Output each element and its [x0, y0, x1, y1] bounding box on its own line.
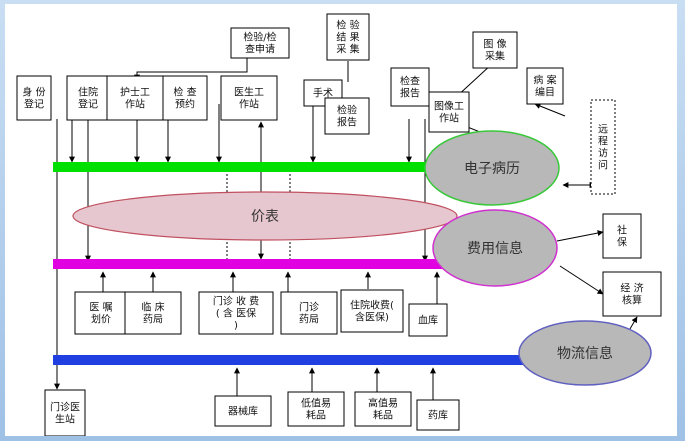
box-label-line: 检验/检	[243, 31, 276, 44]
box-label-line: 门诊医	[50, 401, 80, 414]
box-clinical-pharmacy: 临 床药局	[124, 291, 182, 335]
box-label-line: ( 含 医保	[216, 307, 256, 320]
box-label-line: 结 果	[336, 31, 359, 44]
box-label-line: 药库	[428, 409, 448, 422]
box-label-line: 器械库	[228, 405, 258, 418]
box-outpatient-pricing: 医 嘱划价	[74, 291, 128, 335]
box-label-line: 程	[598, 136, 608, 148]
box-label-line: 住院收费(	[350, 299, 394, 312]
logistics-info-ellipse: 物流信息	[518, 320, 652, 386]
box-label-line: 含医保)	[355, 311, 389, 324]
box-label-line: 编目	[535, 86, 555, 99]
box-label-line: 登记	[24, 98, 44, 111]
box-label-line: 门诊 收 费	[213, 295, 259, 308]
billing-info-label: 费用信息	[467, 240, 523, 257]
emr-label: 电子病历	[464, 161, 520, 177]
box-label-line: 高值易	[368, 397, 398, 410]
green-bus	[53, 162, 431, 172]
box-label-line: 耗品	[306, 410, 326, 422]
box-label-line: 病 案	[533, 74, 556, 87]
box-identity: 身 份登记	[16, 75, 52, 121]
box-outpatient-billing: 门诊 收 费( 含 医保)	[198, 291, 274, 335]
box-label-line: 作站	[125, 98, 145, 111]
box-label-line: 血库	[418, 314, 438, 327]
box-label-line: 医 嘱	[89, 302, 112, 314]
box-label-line: 住院	[78, 86, 98, 99]
box-label-line: 远	[598, 124, 608, 136]
box-label-line: 门诊	[299, 301, 319, 314]
box-label-line: 检 验	[336, 19, 359, 32]
magenta-bus	[53, 259, 448, 269]
box-label-line: 经 济	[620, 282, 643, 295]
blue-bus	[53, 355, 553, 365]
box-label-line: 手术	[313, 87, 333, 100]
box-exam-booking: 检 查预约	[162, 75, 208, 121]
box-case-catalog: 病 案编目	[526, 67, 564, 105]
box-label-line: 社	[617, 224, 627, 237]
box-social-security: 社保	[602, 213, 642, 259]
box-label-line: 身 份	[22, 86, 45, 99]
box-label-line: 检验	[337, 104, 357, 117]
box-label-line: 检查	[400, 75, 420, 88]
box-label-line: 划价	[91, 313, 111, 326]
billing-info-ellipse: 费用信息	[432, 209, 558, 287]
box-label-line: 检 查	[173, 86, 196, 99]
box-label-line: 医生工	[234, 86, 264, 99]
box-label-line: 作站	[439, 112, 459, 125]
box-label-line: 采 集	[336, 43, 359, 56]
box-lab-collection: 检 验结 果采 集	[326, 13, 370, 61]
box-economic-accounting: 经 济核算	[602, 271, 662, 317]
box-label-line: 药局	[143, 314, 163, 326]
box-pharmacy-store: 药库	[416, 399, 460, 431]
box-label-line: 报告	[400, 87, 420, 100]
box-label-line: 核算	[622, 294, 642, 307]
box-label-line: 耗品	[373, 410, 393, 422]
box-label-line: 作站	[239, 98, 259, 111]
box-equipment-store: 器械库	[214, 395, 272, 427]
box-label-line: 问	[598, 159, 608, 172]
diagram-canvas: 电子病历 价表 费用信息 物流信息 身 份登记住院登记护士工作站检 查预约医生工…	[5, 4, 677, 436]
box-label-line: 查申请	[245, 43, 275, 56]
box-blood-bank: 血库	[408, 303, 448, 337]
box-label-line: 药局	[299, 314, 319, 326]
emr-ellipse: 电子病历	[424, 130, 560, 206]
logistics-info-label: 物流信息	[557, 345, 613, 362]
box-label-line: 护士工	[120, 86, 150, 99]
box-label-line: 图像工	[434, 101, 464, 113]
box-label-line: 报告	[337, 116, 357, 129]
price-list-ellipse: 价表	[72, 191, 458, 241]
box-label-line: )	[234, 321, 238, 332]
box-label-line: 图 像	[483, 39, 506, 51]
box-label-line: 保	[617, 236, 627, 249]
box-label-line: 生站	[55, 413, 75, 426]
price-list-label: 价表	[251, 209, 279, 225]
box-label-line: 临 床	[141, 301, 164, 314]
box-label-line: 采集	[485, 50, 505, 63]
box-image-collection: 图 像采集	[472, 31, 518, 69]
box-label-line: 登记	[78, 98, 98, 111]
box-label-line: 访	[598, 148, 608, 160]
box-surgery: 手术	[303, 79, 343, 107]
box-label-line: 预约	[175, 98, 195, 111]
box-inpatient-billing: 住院收费(含医保)	[340, 289, 404, 333]
box-label-line: 低值易	[301, 397, 331, 410]
